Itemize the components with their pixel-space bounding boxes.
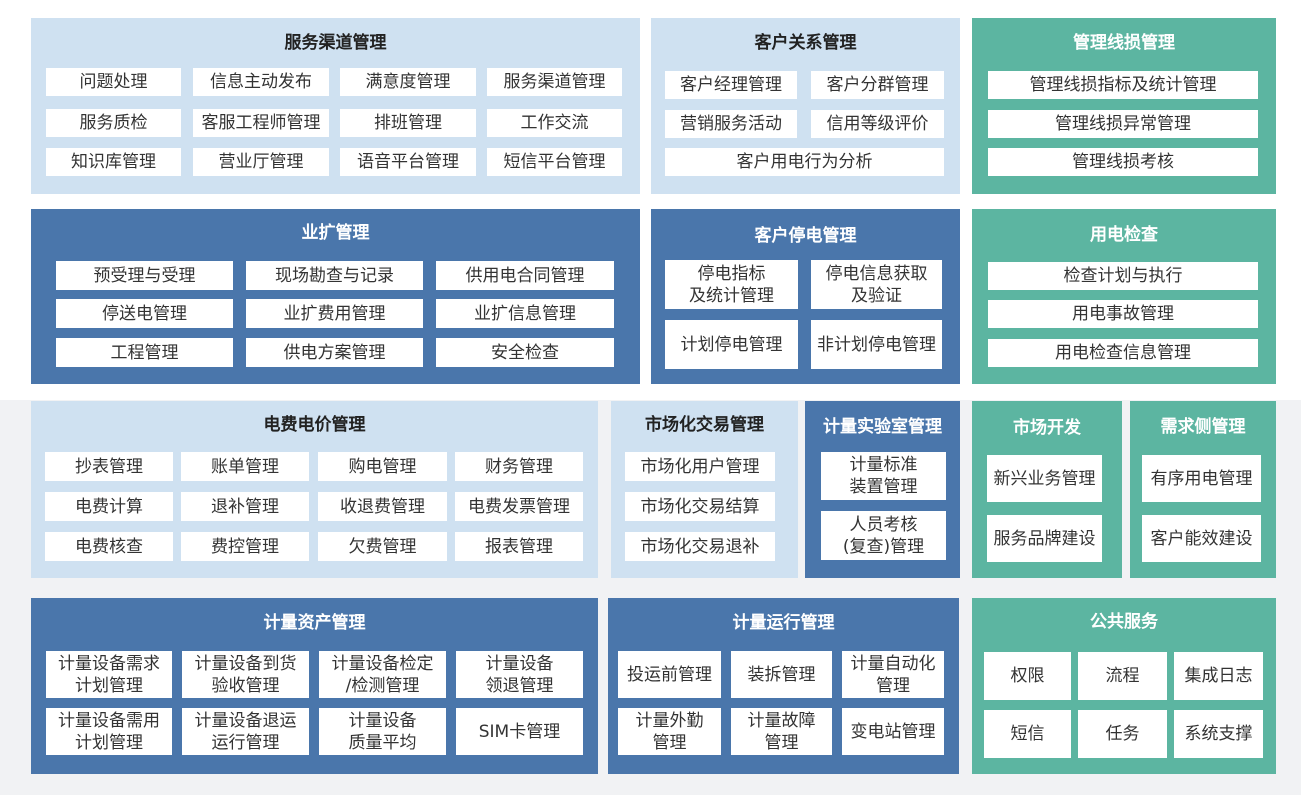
module-item[interactable]: 供用电合同管理 bbox=[436, 261, 614, 290]
module-item[interactable]: 计量设备需求 计划管理 bbox=[46, 651, 172, 698]
module-item[interactable]: 流程 bbox=[1078, 652, 1167, 700]
module-item[interactable]: 营业厅管理 bbox=[193, 148, 329, 176]
panel-title: 市场化交易管理 bbox=[645, 415, 764, 435]
panel-title: 需求侧管理 bbox=[1160, 417, 1246, 437]
module-item[interactable]: 用电检查信息管理 bbox=[988, 339, 1258, 367]
module-item[interactable]: 客户经理管理 bbox=[665, 71, 797, 99]
module-item[interactable]: 计量设备到货 验收管理 bbox=[182, 651, 309, 698]
panel-title: 计量资产管理 bbox=[263, 613, 366, 633]
module-item[interactable]: 市场化交易结算 bbox=[625, 492, 775, 521]
module-item[interactable]: 短信平台管理 bbox=[487, 148, 622, 176]
module-item[interactable]: 管理线损异常管理 bbox=[988, 110, 1258, 138]
panel-title: 业扩管理 bbox=[301, 223, 370, 243]
panel-title: 客户关系管理 bbox=[754, 33, 857, 53]
module-item[interactable]: 停电指标 及统计管理 bbox=[665, 260, 798, 309]
module-item[interactable]: 有序用电管理 bbox=[1142, 455, 1261, 502]
module-item[interactable]: 市场化交易退补 bbox=[625, 532, 775, 561]
panel-title: 电费电价管理 bbox=[263, 415, 366, 435]
module-item[interactable]: 现场勘查与记录 bbox=[246, 261, 423, 290]
module-item[interactable]: 问题处理 bbox=[46, 68, 181, 96]
panel-title: 公共服务 bbox=[1090, 612, 1158, 632]
module-item[interactable]: 费控管理 bbox=[181, 532, 309, 561]
module-item[interactable]: 权限 bbox=[984, 652, 1071, 700]
module-item[interactable]: 装拆管理 bbox=[731, 651, 832, 698]
module-item[interactable]: 管理线损指标及统计管理 bbox=[988, 71, 1258, 99]
module-item[interactable]: 排班管理 bbox=[340, 109, 476, 137]
module-item[interactable]: 计划停电管理 bbox=[665, 320, 798, 369]
module-item[interactable]: 计量设备检定 /检测管理 bbox=[319, 651, 446, 698]
module-item[interactable]: 投运前管理 bbox=[618, 651, 721, 698]
module-item[interactable]: 信息主动发布 bbox=[193, 68, 329, 96]
module-item[interactable]: 客户分群管理 bbox=[811, 71, 944, 99]
module-item[interactable]: 人员考核 (复查)管理 bbox=[821, 511, 946, 560]
module-item[interactable]: 业扩费用管理 bbox=[246, 299, 423, 328]
module-item[interactable]: 满意度管理 bbox=[340, 68, 476, 96]
module-item[interactable]: 客户用电行为分析 bbox=[665, 148, 944, 176]
module-item[interactable]: 计量自动化 管理 bbox=[842, 651, 944, 698]
module-item[interactable]: 欠费管理 bbox=[318, 532, 447, 561]
module-item[interactable]: 财务管理 bbox=[455, 452, 583, 481]
module-item[interactable]: 集成日志 bbox=[1174, 652, 1263, 700]
module-item[interactable]: 变电站管理 bbox=[842, 708, 944, 755]
module-item[interactable]: 电费计算 bbox=[45, 492, 173, 521]
module-item[interactable]: 服务质检 bbox=[46, 109, 181, 137]
module-item[interactable]: 任务 bbox=[1078, 710, 1167, 758]
module-item[interactable]: 计量标准 装置管理 bbox=[821, 452, 946, 500]
module-item[interactable]: 购电管理 bbox=[318, 452, 447, 481]
module-item[interactable]: 供电方案管理 bbox=[246, 338, 423, 367]
module-item[interactable]: 安全检查 bbox=[436, 338, 614, 367]
module-item[interactable]: 系统支撑 bbox=[1174, 710, 1263, 758]
module-item[interactable]: 短信 bbox=[984, 710, 1071, 758]
module-item[interactable]: 业扩信息管理 bbox=[436, 299, 614, 328]
module-item[interactable]: 新兴业务管理 bbox=[987, 455, 1102, 502]
module-item[interactable]: 非计划停电管理 bbox=[811, 320, 942, 369]
module-item[interactable]: 抄表管理 bbox=[45, 452, 173, 481]
module-item[interactable]: SIM卡管理 bbox=[456, 708, 583, 755]
panel-title: 客户停电管理 bbox=[754, 226, 857, 246]
module-item[interactable]: 服务渠道管理 bbox=[487, 68, 622, 96]
module-item[interactable]: 用电事故管理 bbox=[988, 300, 1258, 328]
module-item[interactable]: 预受理与受理 bbox=[56, 261, 233, 290]
module-item[interactable]: 收退费管理 bbox=[318, 492, 447, 521]
module-item[interactable]: 信用等级评价 bbox=[811, 110, 944, 138]
panel-title: 计量运行管理 bbox=[732, 613, 835, 633]
module-item[interactable]: 客户能效建设 bbox=[1142, 515, 1261, 562]
module-item[interactable]: 电费核查 bbox=[45, 532, 173, 561]
module-item[interactable]: 管理线损考核 bbox=[988, 148, 1258, 176]
module-item[interactable]: 报表管理 bbox=[455, 532, 583, 561]
module-item[interactable]: 工程管理 bbox=[56, 338, 233, 367]
module-item[interactable]: 账单管理 bbox=[181, 452, 309, 481]
module-item[interactable]: 计量故障 管理 bbox=[731, 708, 832, 755]
module-item[interactable]: 客服工程师管理 bbox=[193, 109, 329, 137]
panel-title: 计量实验室管理 bbox=[823, 417, 942, 437]
panel-title: 用电检查 bbox=[1090, 225, 1158, 245]
module-item[interactable]: 退补管理 bbox=[181, 492, 309, 521]
panel-title: 管理线损管理 bbox=[1073, 33, 1175, 53]
module-item[interactable]: 语音平台管理 bbox=[340, 148, 476, 176]
panel-title: 服务渠道管理 bbox=[284, 33, 387, 53]
module-item[interactable]: 计量外勤 管理 bbox=[618, 708, 721, 755]
module-item[interactable]: 营销服务活动 bbox=[665, 110, 797, 138]
module-item[interactable]: 检查计划与执行 bbox=[988, 262, 1258, 290]
module-item[interactable]: 电费发票管理 bbox=[455, 492, 583, 521]
module-item[interactable]: 停送电管理 bbox=[56, 299, 233, 328]
module-item[interactable]: 计量设备需用 计划管理 bbox=[46, 708, 172, 755]
panel-title: 市场开发 bbox=[1013, 418, 1081, 438]
module-item[interactable]: 计量设备 领退管理 bbox=[456, 651, 583, 698]
module-item[interactable]: 停电信息获取 及验证 bbox=[811, 260, 942, 309]
module-item[interactable]: 服务品牌建设 bbox=[987, 515, 1102, 562]
module-item[interactable]: 工作交流 bbox=[487, 109, 622, 137]
module-item[interactable]: 知识库管理 bbox=[46, 148, 181, 176]
module-item[interactable]: 计量设备退运 运行管理 bbox=[182, 708, 309, 755]
module-item[interactable]: 市场化用户管理 bbox=[625, 452, 775, 481]
module-item[interactable]: 计量设备 质量平均 bbox=[319, 708, 446, 755]
